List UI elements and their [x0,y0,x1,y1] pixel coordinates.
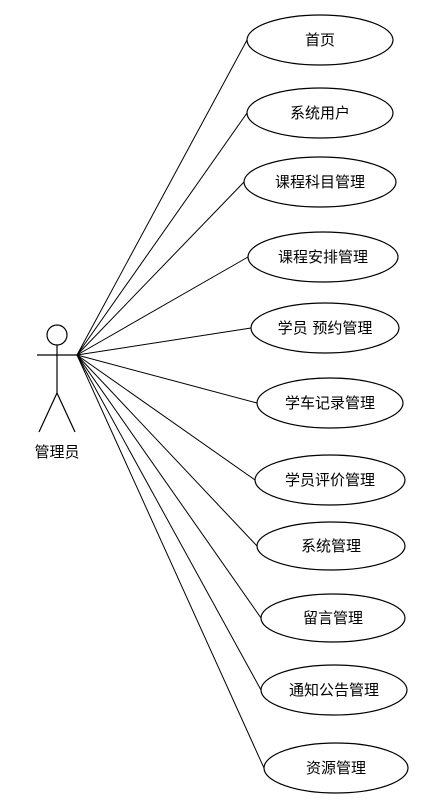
use-case-ellipse [263,742,409,794]
use-case: 通知公告管理 [260,664,408,716]
use-case-label: 系统管理 [301,537,361,555]
use-case: 课程安排管理 [247,231,399,283]
use-case-ellipse [256,521,406,571]
use-case-ellipse [250,302,400,354]
association-line [76,354,258,547]
use-case-ellipse [246,14,394,66]
use-case: 学员评价管理 [254,454,406,506]
association-line [76,327,252,356]
use-case-ellipse [254,454,406,506]
use-case-label: 学员评价管理 [285,471,375,489]
use-case-ellipse [260,664,408,716]
association-lines [76,39,265,769]
use-case: 系统管理 [256,521,406,571]
use-case: 系统用户 [246,87,394,139]
use-case: 首页 [246,14,394,66]
association-line [76,256,249,356]
use-case-label: 课程科目管理 [275,173,365,191]
association-line [76,354,262,619]
actor-right-leg [56,392,76,433]
use-case-label: 资源管理 [306,759,366,777]
use-case: 留言管理 [260,593,406,643]
use-case-ellipse [260,593,406,643]
use-case-ellipse [256,377,404,429]
use-case-label: 首页 [305,31,335,49]
use-case-label: 系统用户 [290,104,350,122]
association-line [76,354,256,481]
association-line [76,181,245,356]
use-case: 课程科目管理 [243,156,397,208]
use-case-label: 留言管理 [303,609,363,627]
actor-left-leg [38,392,58,433]
use-case-ellipse [246,87,394,139]
use-case-ellipse [247,231,399,283]
association-line [76,112,248,356]
use-case-ellipse [243,156,397,208]
association-line [76,354,262,691]
use-case: 资源管理 [263,742,409,794]
use-case-label: 学车记录管理 [285,394,375,412]
actor: 管理员 [34,324,80,461]
use-case: 学车记录管理 [256,377,404,429]
association-line [76,354,265,769]
use-case-label: 课程安排管理 [278,248,368,266]
use-case: 学员 预约管理 [250,302,400,354]
use-case-label: 学员 预约管理 [278,319,373,337]
association-line [76,354,258,404]
actor-label: 管理员 [34,443,79,461]
actor-head [46,324,68,346]
association-line [76,39,248,356]
use-case-label: 通知公告管理 [289,681,379,699]
